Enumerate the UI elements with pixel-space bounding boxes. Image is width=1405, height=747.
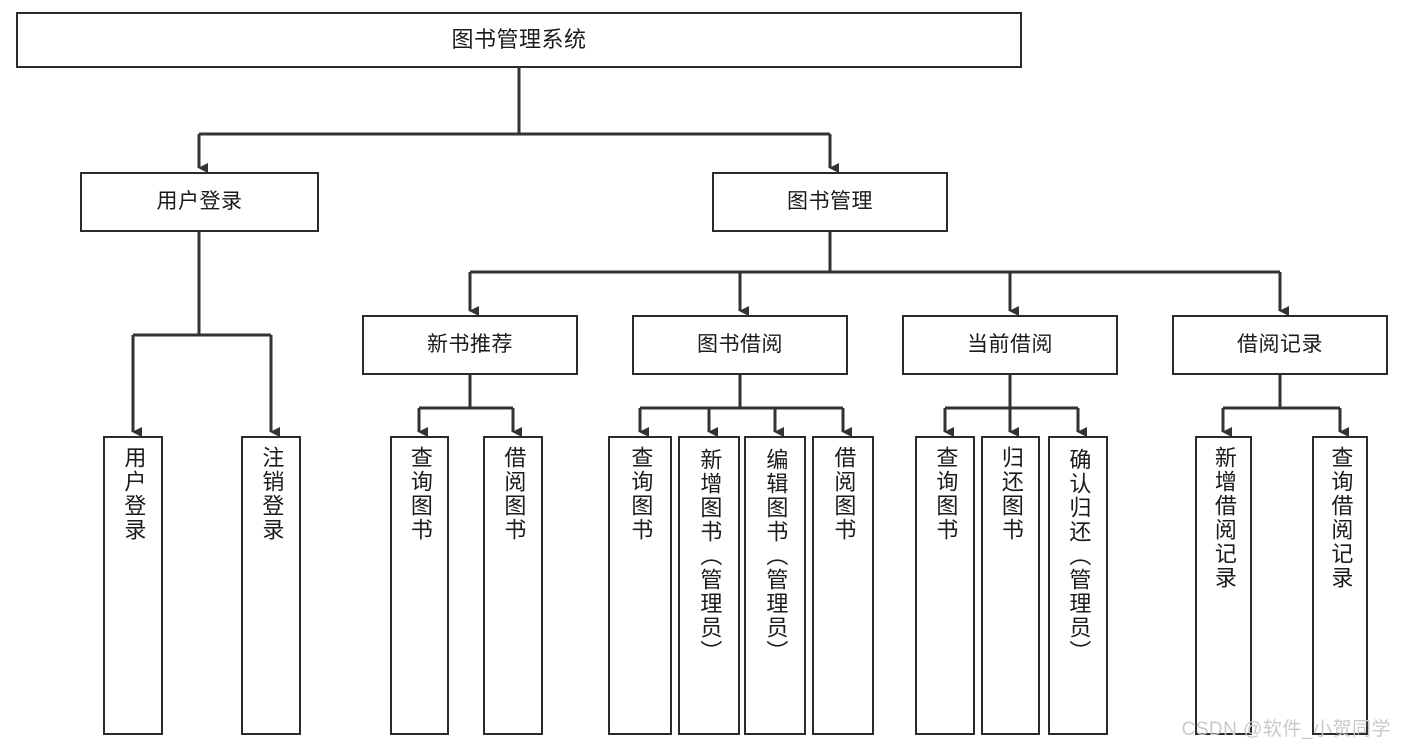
leaf-borrow-query-book[interactable]: 查询图书 [608, 436, 672, 735]
node-borrow-records[interactable]: 借阅记录 [1172, 315, 1388, 375]
node-label: 查询图书 [628, 446, 654, 542]
node-root-system[interactable]: 图书管理系统 [16, 12, 1022, 68]
leaf-recommend-borrow-book[interactable]: 借阅图书 [483, 436, 543, 735]
node-label: 用户登录 [121, 446, 147, 542]
leaf-current-query-book[interactable]: 查询图书 [915, 436, 975, 735]
node-book-management[interactable]: 图书管理 [712, 172, 948, 232]
leaf-recommend-query-book[interactable]: 查询图书 [390, 436, 449, 735]
node-label: 注销登录 [259, 446, 285, 542]
node-label: 新增图书（管理员） [697, 448, 723, 664]
leaf-borrow-borrow-book[interactable]: 借阅图书 [812, 436, 874, 735]
leaf-borrow-add-book-admin[interactable]: 新增图书（管理员） [678, 436, 740, 735]
leaf-current-return-book[interactable]: 归还图书 [981, 436, 1040, 735]
node-label: 新书推荐 [427, 332, 513, 356]
node-label: 确认归还（管理员） [1066, 448, 1092, 664]
node-label: 归还图书 [998, 446, 1024, 542]
node-book-borrow[interactable]: 图书借阅 [632, 315, 848, 375]
leaf-current-confirm-return-admin[interactable]: 确认归还（管理员） [1048, 436, 1108, 735]
leaf-records-add-record[interactable]: 新增借阅记录 [1195, 436, 1252, 735]
node-label: 新增借阅记录 [1211, 446, 1237, 590]
node-label: 查询图书 [933, 446, 959, 542]
leaf-user-login-logout[interactable]: 注销登录 [241, 436, 301, 735]
node-label: 借阅图书 [831, 446, 857, 542]
leaf-user-login-login[interactable]: 用户登录 [103, 436, 163, 735]
node-label: 图书管理系统 [451, 27, 587, 53]
node-label: 用户登录 [156, 189, 243, 213]
node-label: 图书借阅 [697, 332, 783, 356]
node-label: 编辑图书（管理员） [763, 448, 789, 664]
node-user-login[interactable]: 用户登录 [80, 172, 319, 232]
leaf-borrow-edit-book-admin[interactable]: 编辑图书（管理员） [744, 436, 806, 735]
node-new-book-recommend[interactable]: 新书推荐 [362, 315, 578, 375]
node-label: 借阅记录 [1237, 332, 1323, 356]
node-label: 查询图书 [407, 446, 433, 542]
node-current-borrow[interactable]: 当前借阅 [902, 315, 1118, 375]
node-label: 借阅图书 [501, 446, 527, 542]
node-label: 查询借阅记录 [1328, 446, 1354, 590]
csdn-watermark: CSDN @软件_小贺同学 [1181, 719, 1391, 740]
node-label: 当前借阅 [967, 332, 1053, 356]
leaf-records-query-record[interactable]: 查询借阅记录 [1312, 436, 1368, 735]
node-label: 图书管理 [787, 189, 873, 213]
